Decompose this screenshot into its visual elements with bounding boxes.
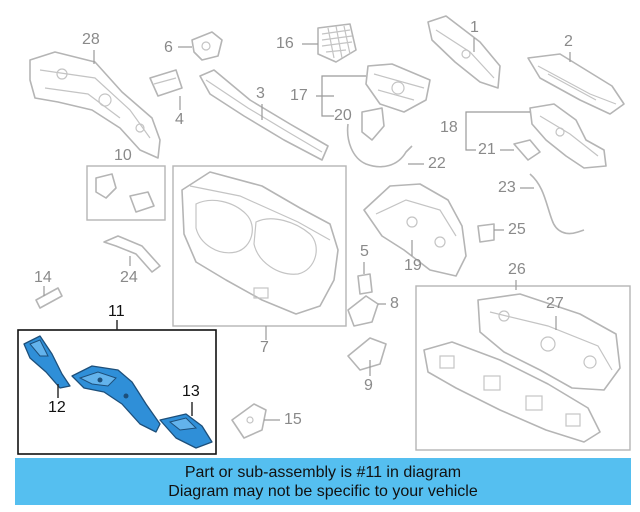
part-28-cowl-side-panel bbox=[29, 51, 161, 159]
part-27-insulator bbox=[477, 293, 621, 391]
part-16-grille bbox=[317, 23, 357, 63]
leader-17 bbox=[316, 75, 366, 117]
callout-12[interactable]: 12 bbox=[48, 399, 66, 416]
part-1-upper-cowl bbox=[427, 15, 501, 89]
part-3-cowl-top bbox=[199, 69, 329, 161]
callout-8[interactable]: 8 bbox=[390, 295, 399, 312]
part-17-cowl-piece bbox=[365, 63, 431, 113]
part-8-bracket bbox=[347, 295, 379, 327]
callout-7[interactable]: 7 bbox=[260, 339, 269, 356]
callout-6[interactable]: 6 bbox=[164, 39, 173, 56]
part-11-highlighted bbox=[71, 365, 161, 433]
callout-3[interactable]: 3 bbox=[256, 85, 265, 102]
callout-4[interactable]: 4 bbox=[175, 111, 184, 128]
part-12-highlighted bbox=[23, 335, 71, 389]
callout-10[interactable]: 10 bbox=[114, 147, 132, 164]
callout-15[interactable]: 15 bbox=[284, 411, 302, 428]
callout-17[interactable]: 17 bbox=[290, 87, 308, 104]
callout-24[interactable]: 24 bbox=[120, 269, 138, 286]
callout-5[interactable]: 5 bbox=[360, 243, 369, 260]
callout-26[interactable]: 26 bbox=[508, 261, 526, 278]
group-box-26 bbox=[415, 285, 631, 451]
callout-23[interactable]: 23 bbox=[498, 179, 516, 196]
part-5-clip bbox=[357, 273, 373, 295]
part-21-clip bbox=[513, 139, 541, 161]
banner-line-2: Diagram may not be specific to your vehi… bbox=[168, 482, 478, 500]
callout-16[interactable]: 16 bbox=[276, 35, 294, 52]
callout-14[interactable]: 14 bbox=[34, 269, 52, 286]
part-2-cowl-panel bbox=[527, 53, 625, 115]
part-10-clips bbox=[95, 173, 155, 213]
part-26-insulator bbox=[423, 341, 601, 443]
callout-20[interactable]: 20 bbox=[334, 107, 352, 124]
banner-line-1: Part or sub-assembly is #11 in diagram bbox=[184, 463, 462, 481]
part-4-clip bbox=[149, 69, 183, 97]
callout-13[interactable]: 13 bbox=[182, 383, 200, 400]
callout-25[interactable]: 25 bbox=[508, 221, 526, 238]
part-25-plug bbox=[477, 223, 495, 243]
callout-27[interactable]: 27 bbox=[546, 295, 564, 312]
callout-1[interactable]: 1 bbox=[470, 19, 479, 36]
info-banner: Part or sub-assembly is #11 in diagram D… bbox=[15, 458, 631, 505]
callout-11[interactable]: 11 bbox=[108, 303, 125, 320]
part-22-cable bbox=[346, 123, 413, 168]
callout-9[interactable]: 9 bbox=[364, 377, 373, 394]
leader-18 bbox=[465, 111, 530, 151]
part-14-strip bbox=[35, 287, 63, 309]
group-box-7 bbox=[172, 165, 347, 327]
part-23-cable bbox=[529, 173, 585, 235]
part-19-side-panel bbox=[363, 183, 467, 277]
callout-22[interactable]: 22 bbox=[428, 155, 446, 172]
part-20-bracket bbox=[361, 107, 385, 141]
callout-2[interactable]: 2 bbox=[564, 33, 573, 50]
callout-21[interactable]: 21 bbox=[478, 141, 496, 158]
part-24-strip bbox=[103, 235, 161, 273]
callout-28[interactable]: 28 bbox=[82, 31, 100, 48]
part-6-bracket bbox=[191, 31, 223, 61]
part-9-bracket bbox=[347, 337, 387, 371]
part-18-bracket-assembly bbox=[529, 103, 607, 169]
part-13-highlighted bbox=[159, 413, 213, 449]
callout-18[interactable]: 18 bbox=[440, 119, 458, 136]
part-15-bracket bbox=[231, 403, 267, 439]
part-7-dash-panel bbox=[181, 171, 339, 315]
callout-19[interactable]: 19 bbox=[404, 257, 422, 274]
group-box-10 bbox=[86, 165, 166, 221]
